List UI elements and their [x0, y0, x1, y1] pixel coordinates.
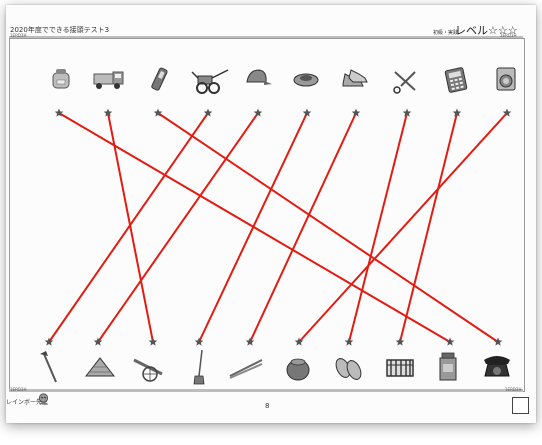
- bottom-star-abacus: [396, 338, 405, 346]
- top-star-tiller: [204, 109, 213, 117]
- connection-line-6: [199, 113, 307, 342]
- bottom-star-broom: [195, 338, 204, 346]
- bottom-star-rotary-phone: [494, 338, 503, 346]
- sandals-icon: [333, 356, 363, 381]
- connection-line-8: [349, 113, 407, 342]
- robot-vacuum-icon: [294, 74, 318, 86]
- connection-line-10: [299, 113, 507, 342]
- scissors-icon: [394, 72, 415, 93]
- connection-lines: [49, 113, 507, 342]
- rotary-phone-icon: [484, 356, 510, 376]
- bottom-star-sandals: [345, 338, 354, 346]
- tiller-icon: [192, 70, 228, 93]
- sneakers-icon: [343, 70, 367, 86]
- old-washer-icon: [440, 353, 456, 380]
- bottom-star-tongs: [246, 338, 255, 346]
- connection-line-1: [59, 113, 450, 342]
- cannon-cart-icon: [134, 360, 162, 381]
- teacher-avatar-icon: [37, 393, 50, 405]
- top-icon-row: [53, 67, 515, 93]
- connection-line-7: [250, 113, 356, 342]
- connection-line-5: [98, 113, 258, 342]
- top-star-cap: [254, 109, 263, 117]
- mobile-phone-icon: [151, 67, 168, 90]
- page-number: 8: [265, 402, 269, 410]
- broom-icon: [194, 350, 204, 384]
- connection-line-4: [49, 113, 208, 342]
- corner-box: [512, 397, 529, 414]
- connection-line-3: [158, 113, 498, 342]
- straw-hat-icon: [86, 358, 114, 376]
- tongs-icon: [230, 360, 262, 378]
- top-star-robot-vacuum: [303, 109, 312, 117]
- connection-line-2: [108, 113, 153, 342]
- abacus-icon: [387, 360, 413, 376]
- truck-icon: [94, 72, 123, 89]
- pot-icon: [287, 359, 309, 380]
- top-star-sneakers: [352, 109, 361, 117]
- ref-code-bottom-right: 1ERD3H: [505, 387, 521, 392]
- ref-code-bottom-left: 1ERD3H: [10, 387, 26, 392]
- rice-cooker-icon: [53, 69, 69, 88]
- calculator-icon: [445, 67, 467, 92]
- hoe-icon: [40, 351, 56, 382]
- bottom-star-cannon-cart: [149, 338, 158, 346]
- bottom-star-old-washer: [446, 338, 455, 346]
- washing-machine-icon: [497, 68, 515, 90]
- bottom-icon-row: [40, 350, 510, 384]
- cap-icon: [247, 70, 272, 85]
